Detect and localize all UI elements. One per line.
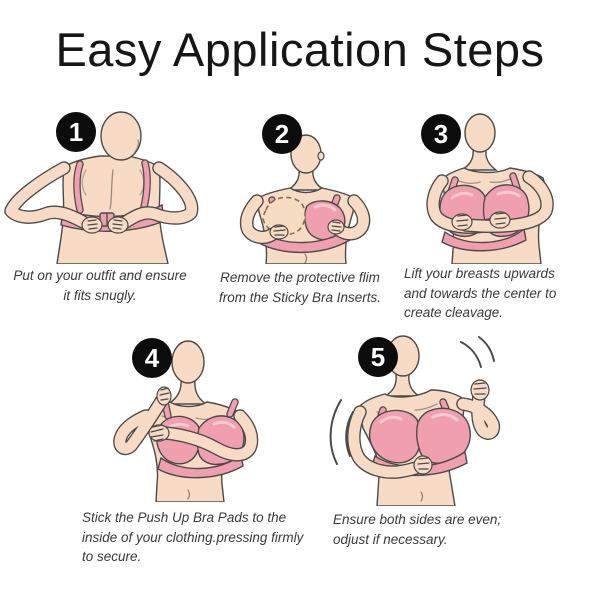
- woman-sticking-pad-adjusting-strap-illustration: [113, 340, 259, 502]
- step-5-number-badge: 5: [358, 337, 398, 377]
- page-title: Easy Application Steps: [55, 23, 545, 76]
- step-2: 2 Remove the protective flim from the St…: [200, 106, 400, 336]
- step-1-caption: Put on your outfit and ensure it fits sn…: [13, 268, 187, 303]
- step-3-caption: Lift your breasts upwards and towards th…: [404, 266, 557, 321]
- step-5: 5 Ensure both sides are even; odjust if …: [315, 334, 575, 584]
- step-5-caption: Ensure both sides are even; odjust if ne…: [333, 512, 502, 547]
- woman-holding-sticky-bra-insert-illustration: [239, 134, 371, 264]
- step-number: 3: [433, 118, 449, 149]
- step-number: 1: [68, 116, 84, 147]
- woman-checking-both-sides-even-illustration: [329, 335, 501, 506]
- step-3: 3 Lift your breasts upwards and towards …: [400, 106, 600, 336]
- step-4-number-badge: 4: [132, 338, 172, 378]
- step-number: 5: [370, 341, 386, 372]
- step-1-number-badge: 1: [56, 112, 96, 152]
- woman-lifting-breasts-illustration: [426, 113, 554, 264]
- step-4-caption: Stick the Push Up Bra Pads to the inside…: [82, 510, 304, 565]
- step-2-caption: Remove the protective flim from the Stic…: [218, 270, 382, 305]
- woman-back-view-fastening-bra-illustration: [4, 111, 199, 264]
- step-3-number-badge: 3: [421, 114, 461, 154]
- step-number: 4: [144, 342, 160, 373]
- step-1: 1 Put on your outfit and ensure it fits …: [0, 106, 200, 336]
- step-4: 4 Stick the Push Up Bra Pads to the insi…: [58, 334, 308, 584]
- step-number: 2: [274, 118, 290, 149]
- step-2-number-badge: 2: [262, 114, 302, 154]
